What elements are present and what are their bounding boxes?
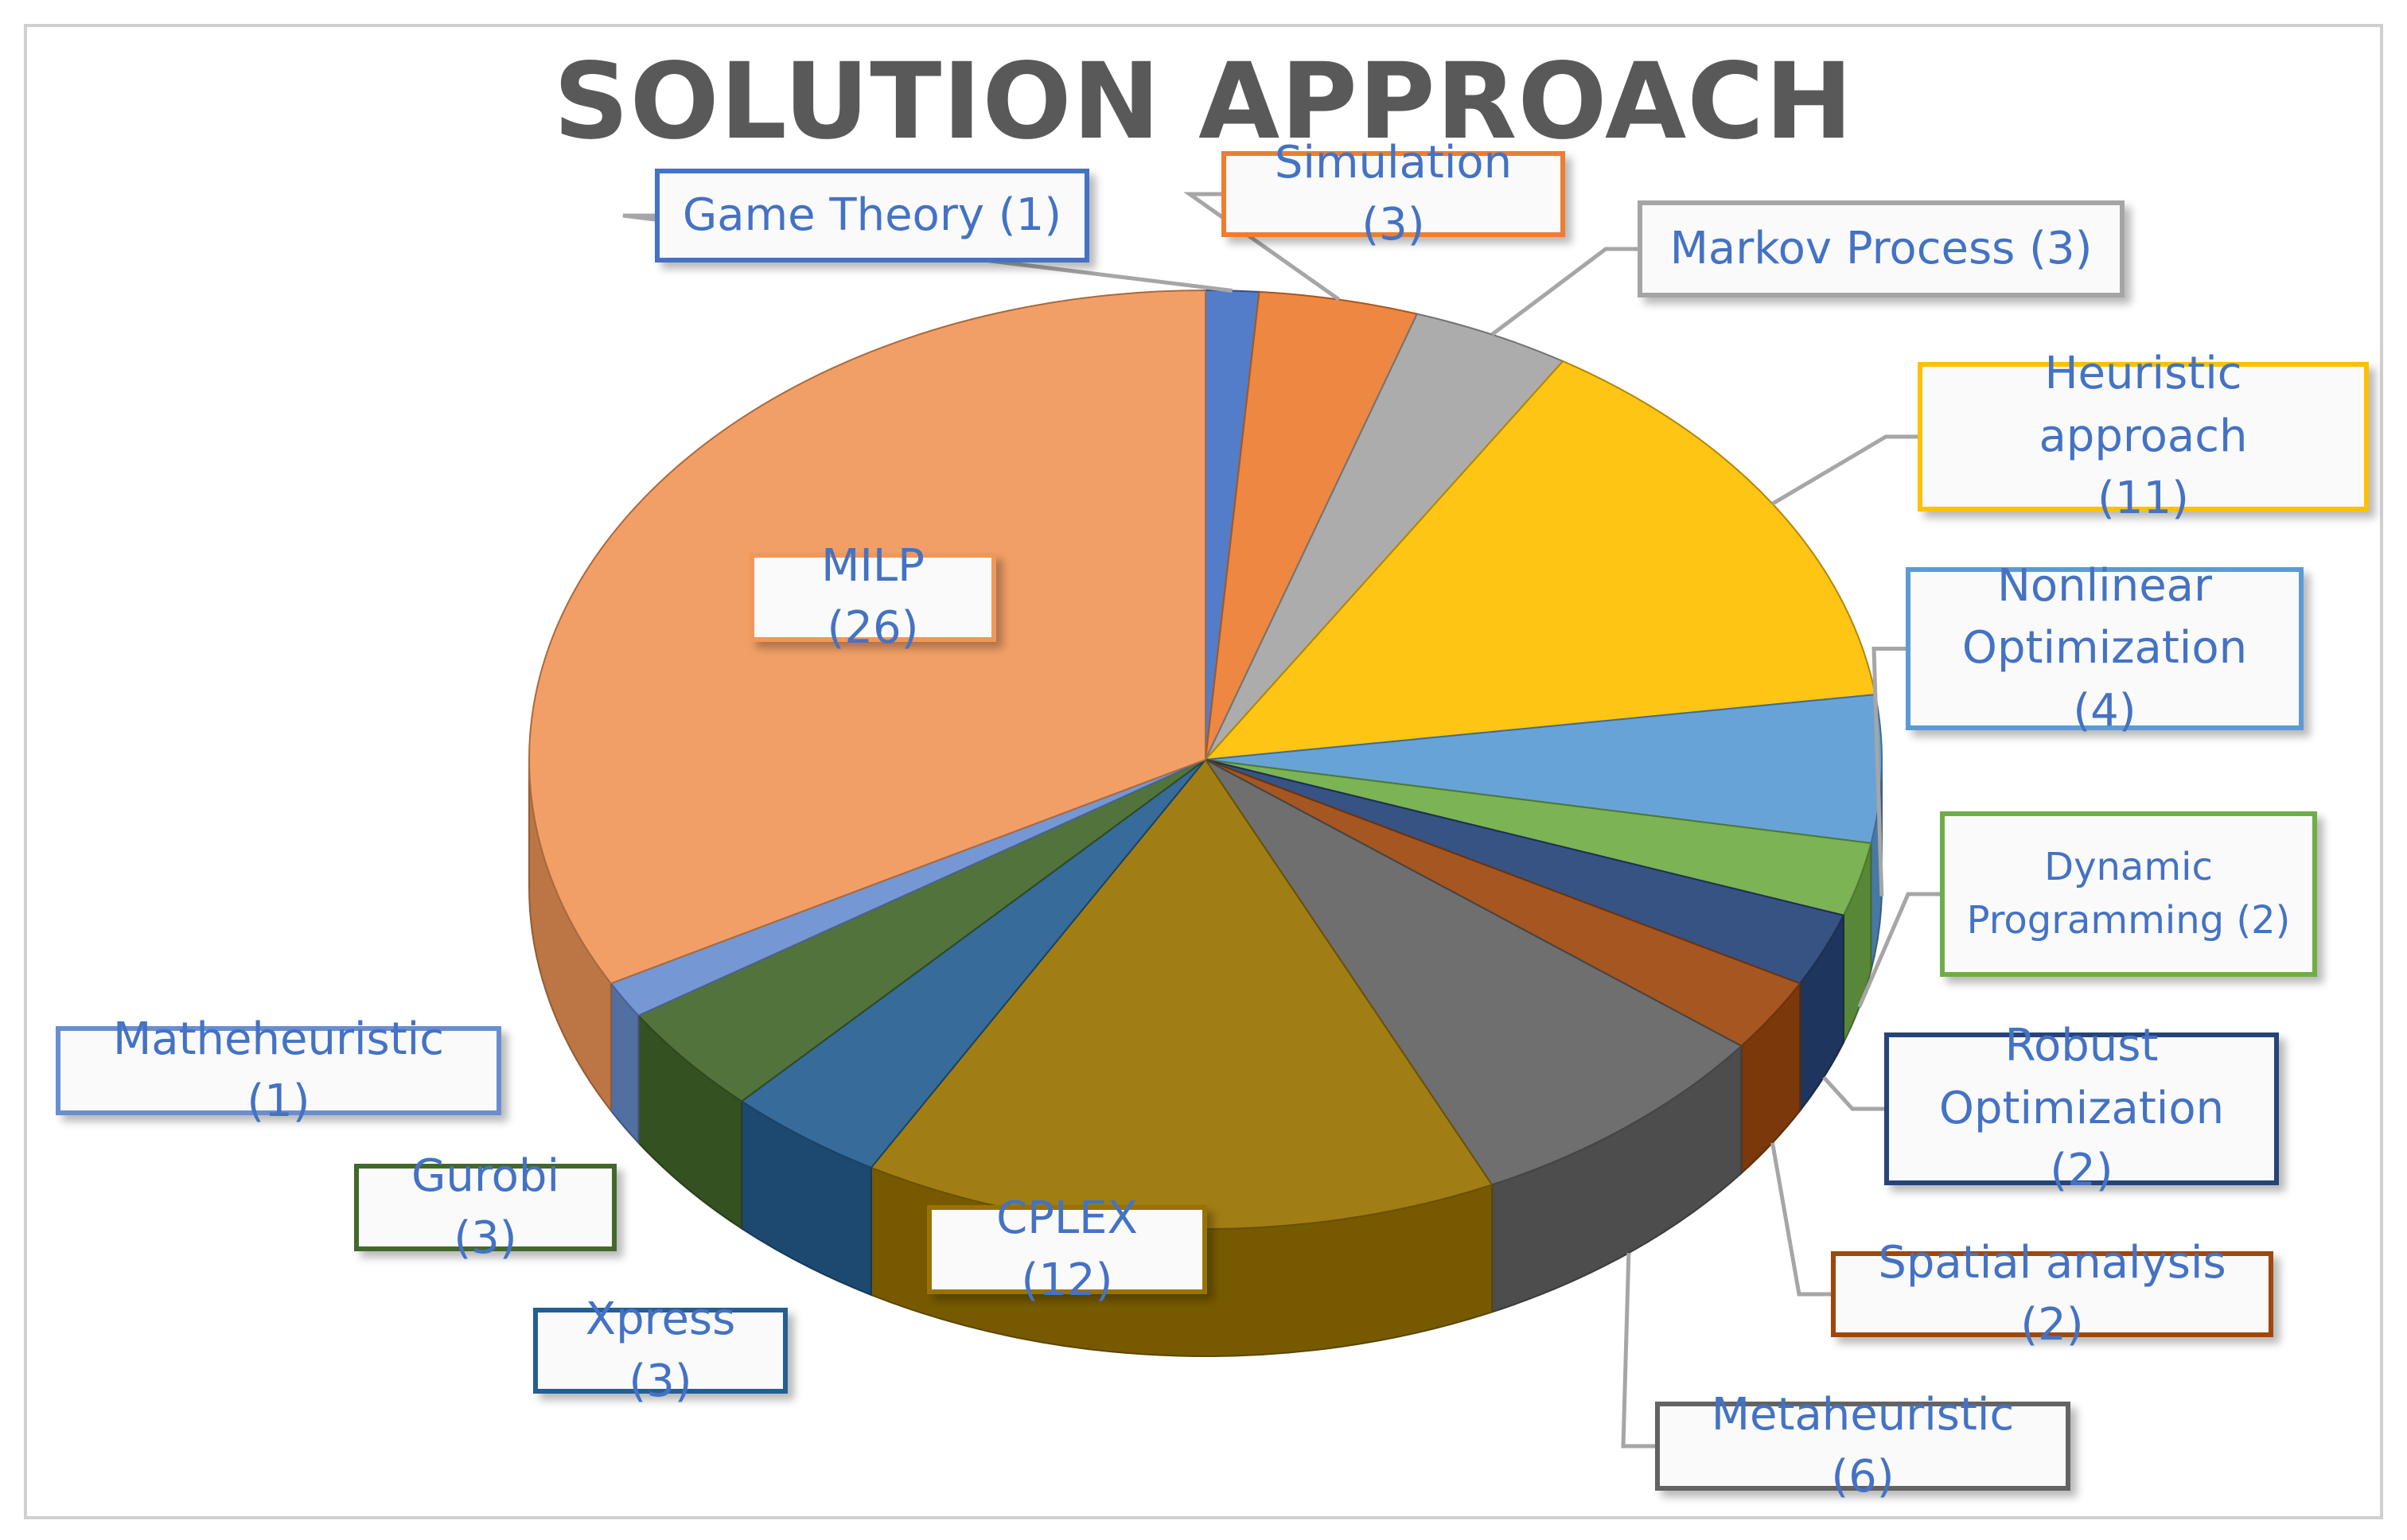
pie-slice-markov-process — [1205, 313, 1564, 760]
pie-top-layer — [528, 289, 1883, 1230]
slice-label-xpress: Xpress (3) — [533, 1293, 788, 1407]
slice-label-text: Simulation (3) — [1274, 136, 1513, 251]
slice-label-text: CPLEX (12) — [996, 1192, 1138, 1306]
slice-label-game-theory: Game Theory (1) — [655, 169, 1089, 262]
slice-label-gurobi: Gurobi (3) — [354, 1150, 617, 1264]
slice-label-milp: MILP (26) — [750, 540, 996, 654]
slice-label-text: Heuristic approach (11) — [2039, 348, 2248, 525]
slice-label-spatial-analysis: Spatial analysis (2) — [1831, 1237, 2273, 1351]
slice-label-text: Gurobi (3) — [411, 1149, 560, 1264]
pie-slice-gurobi — [637, 759, 1206, 1102]
slice-label-dynamic-programming: Dynamic Programming (2) — [1940, 811, 2317, 977]
slice-label-heuristic-approach: Heuristic approach (11) — [1918, 348, 2369, 524]
leader-line-markov-process — [1490, 247, 1638, 336]
slice-label-nonlinear-optimization: Nonlinear Optimization (4) — [1906, 560, 2304, 737]
slice-label-simulation: Simulation (3) — [1221, 137, 1565, 251]
slice-label-text: Markov Process (3) — [1669, 222, 2093, 274]
leader-line-metaheuristic — [1621, 1253, 1655, 1449]
pie-slice-metaheuristic — [1205, 759, 1743, 1186]
leader-line-simulation — [1183, 192, 1341, 301]
slice-label-text: Dynamic Programming (2) — [1966, 844, 2291, 943]
leader-line-game-theory — [622, 213, 1233, 293]
slice-label-text: MILP (26) — [821, 539, 925, 654]
pie-slice-simulation — [1205, 290, 1419, 760]
leader-line-robust-optimization — [1822, 1075, 1884, 1111]
leader-line-heuristic-approach — [1771, 434, 1918, 506]
slice-label-text: Nonlinear Optimization (4) — [1961, 559, 2248, 737]
slice-label-text: Matheheuristic (1) — [112, 1013, 445, 1127]
slice-label-markov-process: Markov Process (3) — [1638, 200, 2125, 298]
slice-label-matheheuristic: Matheheuristic (1) — [56, 1013, 501, 1127]
leader-line-dynamic-programming — [1857, 892, 1940, 1008]
slice-label-text: Robust Optimization (2) — [1938, 1020, 2225, 1197]
leader-line-spatial-analysis — [1770, 1142, 1831, 1297]
slice-label-text: Game Theory (1) — [682, 189, 1062, 241]
slice-label-metaheuristic: Metaheuristic (6) — [1655, 1389, 2070, 1503]
slice-label-text: Xpress (3) — [585, 1293, 736, 1407]
pie-slice-heuristic-approach — [1203, 360, 1876, 761]
chart-title: SOLUTION APPROACH — [553, 41, 1854, 163]
slice-label-cplex: CPLEX (12) — [927, 1192, 1207, 1306]
leader-line-nonlinear-optimization — [1871, 647, 1906, 896]
leader-lines — [622, 192, 1940, 1449]
slice-label-robust-optimization: Robust Optimization (2) — [1884, 1020, 2279, 1196]
slice-label-text: Metaheuristic (6) — [1711, 1388, 2015, 1503]
pie-slice-xpress — [740, 759, 1206, 1169]
slice-label-text: Spatial analysis (2) — [1878, 1236, 2226, 1351]
